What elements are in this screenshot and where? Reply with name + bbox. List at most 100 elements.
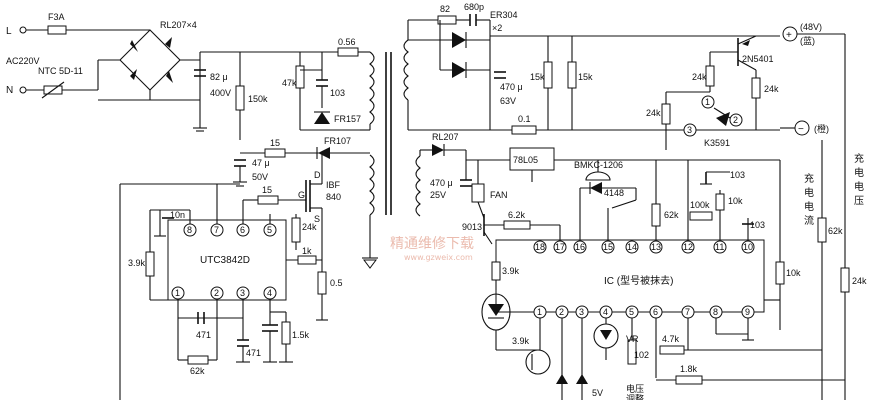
r18-label: 1.8k <box>680 364 698 374</box>
svg-text:1: 1 <box>705 97 710 107</box>
fan-label: FAN <box>490 190 508 200</box>
svg-text:3: 3 <box>579 307 584 317</box>
vr-label: VR <box>626 334 639 344</box>
svg-text:15: 15 <box>603 242 613 252</box>
resistor-10k <box>715 193 725 211</box>
ic2-label: IC (型号被抹去) <box>604 274 673 287</box>
t9013-label: 9013 <box>462 222 482 232</box>
c102-label: 102 <box>634 350 649 360</box>
ic2-pin-14 <box>625 240 639 254</box>
r82-label: 82 <box>440 4 450 14</box>
terminal-L <box>19 26 27 34</box>
r056-label: 0.56 <box>338 37 356 47</box>
r62kc-label: 62k <box>828 226 843 236</box>
diode-fr107 <box>318 147 330 159</box>
svg-text:11: 11 <box>715 242 724 252</box>
charge-voltage-3: 电 <box>854 180 864 193</box>
resistor-62k-c <box>817 217 827 243</box>
vadj-label-2: 调整 <box>626 393 644 400</box>
ic2-pin-11 <box>713 240 727 254</box>
ac-label: AC220V <box>6 56 40 66</box>
mains-input-section: L F3A N AC220V NTC 5D-11 RL207×4 <box>6 12 378 400</box>
r10kb-label: 10k <box>786 268 801 278</box>
reg-label: 78L05 <box>513 155 538 165</box>
svg-text:−: − <box>798 124 804 135</box>
svg-text:17: 17 <box>555 242 565 252</box>
c470b-label: 470 μ <box>430 178 453 188</box>
watermark-text: 精通维修下载 <box>390 236 474 252</box>
ic2-pin-13 <box>649 240 663 254</box>
ic2-pin-17 <box>553 240 567 254</box>
resistor-82 <box>437 15 457 25</box>
ic-utc3842d: UTC3842D 8 7 6 5 1 2 3 4 <box>167 219 287 301</box>
transistor-led-driver <box>525 349 551 375</box>
c470a-label: 470 μ <box>500 82 523 92</box>
r05-label: 0.5 <box>330 278 343 288</box>
r15k-label: 1.5k <box>292 330 310 340</box>
resistor-62k-b <box>651 203 661 227</box>
ic-main-controller: IC (型号被抹去) 18 17 16 15 14 13 12 11 10 1 … <box>495 239 765 319</box>
resistor-24k-c <box>751 77 761 99</box>
svg-text:5: 5 <box>629 307 634 317</box>
r62k-label: 6.2k <box>508 210 526 220</box>
transformer-primary <box>369 51 375 216</box>
r15kc-label: 15k <box>530 72 545 82</box>
charge-current-1: 充 <box>804 172 814 185</box>
transistor-2n5401: 2N5401 <box>737 35 774 71</box>
ic2-pin-15 <box>601 240 615 254</box>
zener-5v <box>556 374 568 384</box>
ic2-pin-16 <box>573 240 587 254</box>
cap-bulk-label: 82 μ <box>210 72 228 82</box>
r39a-label: 3.9k <box>128 258 146 268</box>
terminal-N-label: N <box>6 85 13 96</box>
cap47-label: 47 μ <box>252 158 270 168</box>
r62ka-label: 62k <box>190 366 205 376</box>
mosfet-840: D IBF 840 S <box>300 153 341 224</box>
svg-text:2: 2 <box>214 288 219 298</box>
diode-rl207 <box>432 144 444 156</box>
svg-text:2: 2 <box>733 115 738 125</box>
tr2n-label: 2N5401 <box>742 54 774 64</box>
resistor-24k-a <box>291 217 301 243</box>
diode-er304-b <box>452 62 466 78</box>
svg-text:10: 10 <box>743 242 753 252</box>
resistor-150k <box>235 85 245 111</box>
r39b-label: 3.9k <box>502 266 520 276</box>
bridge-label: RL207×4 <box>160 20 197 30</box>
svg-text:+: + <box>786 30 792 41</box>
vadj-label-1: 电压 <box>626 383 644 394</box>
diode-4148 <box>590 182 602 194</box>
resistor-24k-e <box>840 267 850 293</box>
svg-text:14: 14 <box>627 242 637 252</box>
c471b-label: 471 <box>246 348 261 358</box>
mos-type-2: 840 <box>326 192 341 202</box>
r150k-label: 150k <box>248 94 268 104</box>
fuse-f3a <box>47 25 67 35</box>
svg-text:4: 4 <box>267 288 272 298</box>
out-orange-label: (橙) <box>814 123 829 134</box>
svg-text:12: 12 <box>683 242 693 252</box>
r47-label: 4.7k <box>662 334 680 344</box>
cap-bulk-voltage: 400V <box>210 88 231 98</box>
c103b-label: 103 <box>730 170 745 180</box>
c471a-label: 471 <box>196 330 211 340</box>
c680-label: 680p <box>464 2 484 12</box>
svg-text:9: 9 <box>745 307 750 317</box>
resistor-24k-b <box>705 65 715 87</box>
resistor-15a <box>264 148 286 158</box>
resistor-01 <box>511 125 537 135</box>
control-section: RL207 470 μ 25V 78L05 FAN 9013 6.2k BMKC… <box>415 132 867 400</box>
resistor-47k <box>295 65 305 89</box>
rl207-label: RL207 <box>432 132 459 142</box>
resistor-15k-c <box>543 61 553 89</box>
c470a-voltage: 63V <box>500 96 516 106</box>
c10n-label: 10n <box>170 210 185 220</box>
r1k-label: 1k <box>302 246 312 256</box>
svg-text:1: 1 <box>537 307 542 317</box>
svg-text:7: 7 <box>214 225 219 235</box>
r24ke-label: 24k <box>852 276 867 286</box>
resistor-05 <box>317 271 327 295</box>
charge-current-2: 电 <box>804 186 814 199</box>
svg-text:8: 8 <box>187 225 192 235</box>
